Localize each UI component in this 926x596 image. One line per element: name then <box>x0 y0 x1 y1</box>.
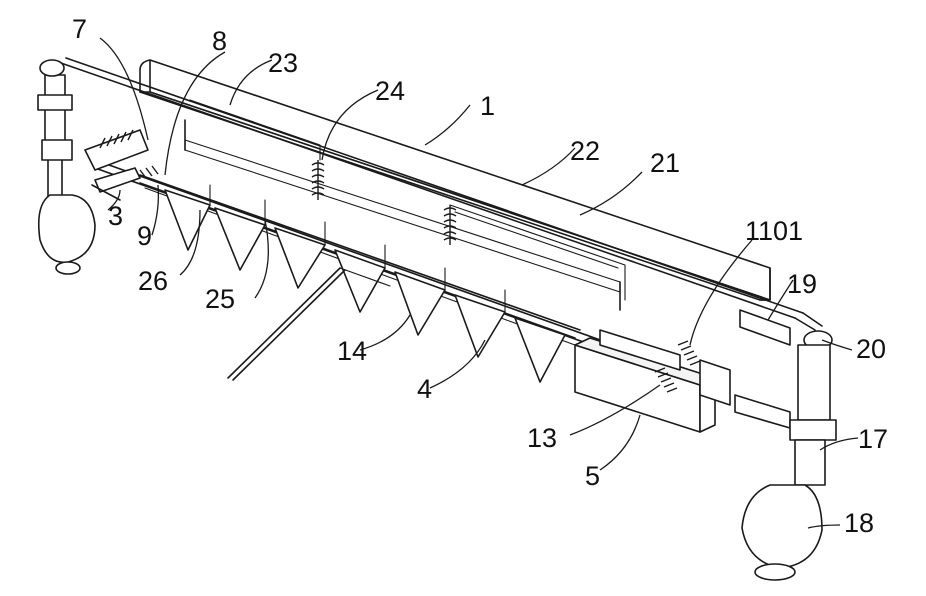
label-25: 25 <box>205 284 235 314</box>
label-18: 18 <box>844 508 874 538</box>
label-1: 1 <box>480 91 495 121</box>
label-19: 19 <box>787 269 817 299</box>
right-block <box>575 330 730 432</box>
label-23: 23 <box>268 48 298 78</box>
label-3: 3 <box>108 201 123 231</box>
label-24: 24 <box>375 76 405 106</box>
label-1101: 1101 <box>745 216 803 246</box>
label-26: 26 <box>138 266 168 296</box>
label-9: 9 <box>137 221 152 251</box>
label-17: 17 <box>858 424 888 454</box>
label-20: 20 <box>856 334 886 364</box>
label-22: 22 <box>570 136 600 166</box>
label-8: 8 <box>212 26 227 56</box>
label-14: 14 <box>337 336 367 366</box>
label-4: 4 <box>417 374 432 404</box>
label-7: 7 <box>72 14 87 44</box>
label-5: 5 <box>585 461 600 491</box>
label-13: 13 <box>527 423 557 453</box>
main-housing <box>140 60 770 300</box>
label-21: 21 <box>650 148 680 178</box>
right-end-assembly <box>735 310 836 580</box>
